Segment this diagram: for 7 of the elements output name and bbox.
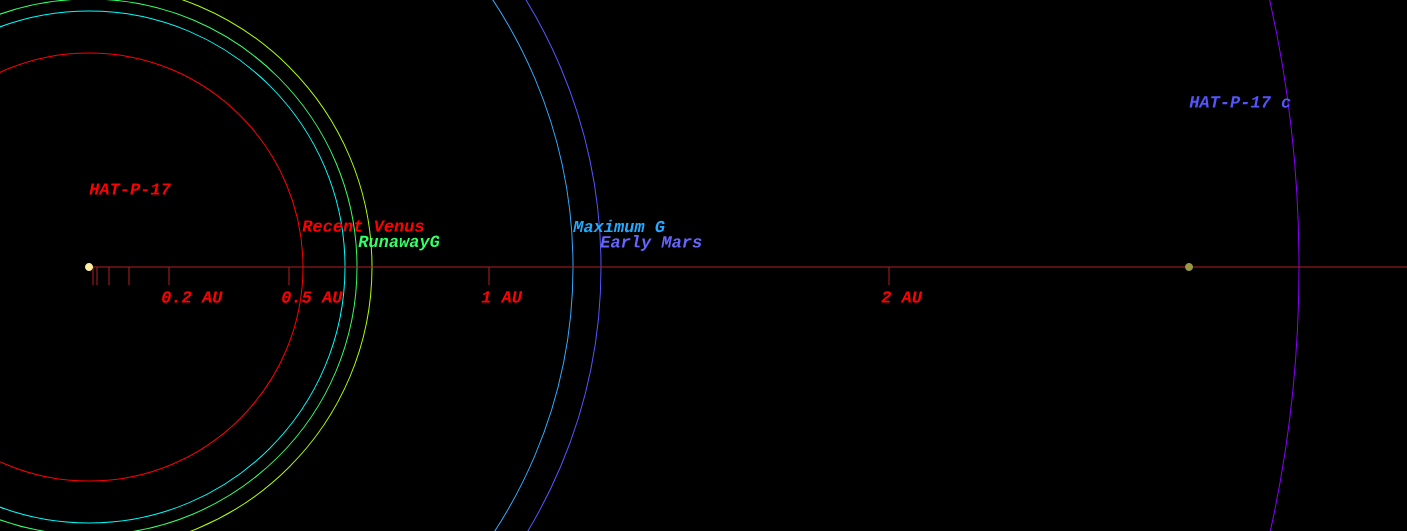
text-label: 1 AU [481, 291, 523, 303]
text-label: HAT-P-17 c [1189, 96, 1291, 108]
text-label: 0.2 AU [162, 291, 223, 303]
text-label: RunawayG [358, 235, 440, 251]
text-label: 2 AU [881, 291, 923, 303]
text-label: HAT-P-17 [89, 183, 171, 195]
text-label: 0.5 AU [282, 291, 343, 303]
